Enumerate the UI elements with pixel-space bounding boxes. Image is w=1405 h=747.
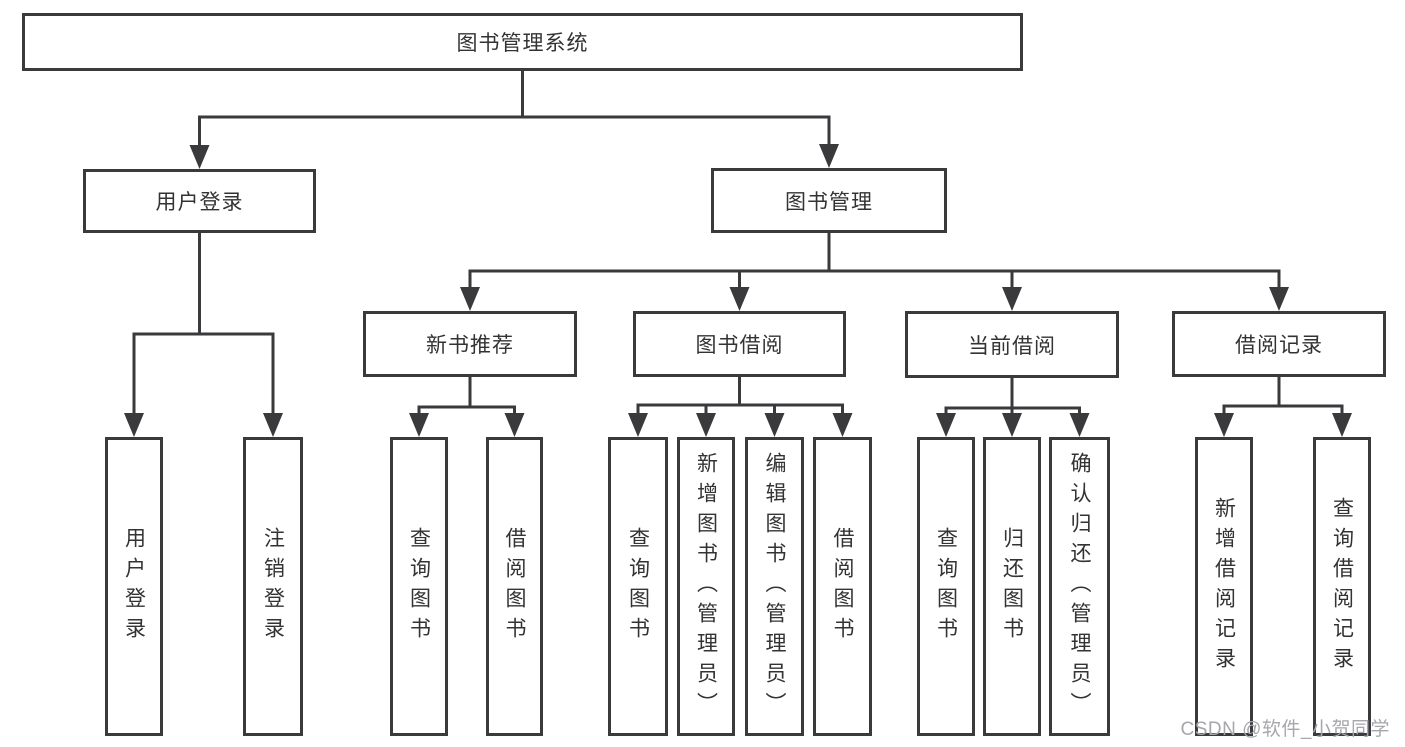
arrowhead-icon bbox=[1002, 287, 1022, 311]
arrowhead-icon bbox=[764, 413, 785, 437]
node-leaf-return-book: 归还图书 bbox=[983, 437, 1041, 736]
watermark: CSDN @软件_小贺同学 bbox=[1180, 719, 1390, 740]
node-leaf-edit-book: 编辑图书（管理员） bbox=[745, 437, 804, 736]
node-leaf-add-record: 新增借阅记录 bbox=[1195, 437, 1253, 736]
node-new-book-rec: 新书推荐 bbox=[363, 311, 577, 377]
arrowhead-icon bbox=[189, 145, 210, 169]
arrowhead-icon bbox=[1269, 287, 1289, 311]
node-label-leaf-confirm-return: 确认归还（管理员） bbox=[1068, 451, 1091, 722]
node-label-leaf-query-record: 查询借阅记录 bbox=[1330, 496, 1354, 677]
node-label-leaf-return-book: 归还图书 bbox=[1000, 526, 1024, 647]
node-borrow-records: 借阅记录 bbox=[1172, 311, 1386, 377]
arrowhead-icon bbox=[628, 413, 648, 437]
arrowhead-icon bbox=[936, 413, 956, 437]
arrowhead-icon bbox=[1069, 413, 1090, 437]
arrowhead-icon bbox=[1002, 413, 1022, 437]
node-leaf-add-book: 新增图书（管理员） bbox=[677, 437, 735, 736]
node-label-book-borrow: 图书借阅 bbox=[695, 334, 784, 357]
arrowhead-icon bbox=[504, 413, 525, 437]
node-leaf-borrow-book-1: 借阅图书 bbox=[486, 437, 543, 736]
node-root: 图书管理系统 bbox=[22, 13, 1023, 71]
arrowhead-icon bbox=[409, 413, 429, 437]
node-book-mgmt: 图书管理 bbox=[711, 168, 947, 233]
arrowhead-icon bbox=[1214, 413, 1234, 437]
node-label-borrow-records: 借阅记录 bbox=[1235, 334, 1323, 357]
node-label-book-mgmt: 图书管理 bbox=[785, 190, 873, 214]
node-label-leaf-borrow-book-1: 借阅图书 bbox=[503, 526, 526, 647]
node-label-leaf-add-book: 新增图书（管理员） bbox=[694, 451, 718, 722]
node-user-login: 用户登录 bbox=[83, 169, 316, 233]
node-leaf-logout: 注销登录 bbox=[243, 437, 303, 736]
node-label-user-login: 用户登录 bbox=[155, 191, 244, 214]
node-leaf-query-book-2: 查询图书 bbox=[608, 437, 668, 736]
arrowhead-icon bbox=[729, 287, 750, 311]
arrowhead-icon bbox=[460, 287, 480, 311]
node-leaf-query-record: 查询借阅记录 bbox=[1313, 437, 1371, 736]
node-leaf-query-book-1: 查询图书 bbox=[390, 437, 448, 736]
node-leaf-confirm-return: 确认归还（管理员） bbox=[1049, 437, 1110, 736]
arrowhead-icon bbox=[819, 144, 839, 168]
node-book-borrow: 图书借阅 bbox=[633, 311, 846, 377]
node-label-leaf-query-book-3: 查询图书 bbox=[934, 526, 958, 647]
node-label-new-book-rec: 新书推荐 bbox=[426, 334, 514, 357]
node-leaf-borrow-book-2: 借阅图书 bbox=[813, 437, 872, 736]
node-label-leaf-logout: 注销登录 bbox=[261, 526, 285, 647]
node-leaf-user-login: 用户登录 bbox=[105, 437, 163, 736]
arrowhead-icon bbox=[696, 413, 716, 437]
node-label-leaf-edit-book: 编辑图书（管理员） bbox=[763, 451, 786, 722]
node-label-leaf-query-book-2: 查询图书 bbox=[626, 526, 650, 647]
node-label-leaf-borrow-book-2: 借阅图书 bbox=[831, 526, 854, 647]
arrowhead-icon bbox=[263, 413, 283, 437]
node-label-leaf-add-record: 新增借阅记录 bbox=[1212, 496, 1236, 677]
arrowhead-icon bbox=[1332, 413, 1352, 437]
node-label-leaf-query-book-1: 查询图书 bbox=[407, 526, 431, 647]
arrowhead-icon bbox=[832, 413, 853, 437]
arrowhead-icon bbox=[124, 413, 144, 437]
node-label-current-borrow: 当前借阅 bbox=[968, 334, 1056, 358]
node-leaf-query-book-3: 查询图书 bbox=[917, 437, 975, 736]
node-label-leaf-user-login: 用户登录 bbox=[122, 526, 146, 647]
node-label-root: 图书管理系统 bbox=[456, 32, 589, 55]
node-current-borrow: 当前借阅 bbox=[905, 311, 1119, 378]
